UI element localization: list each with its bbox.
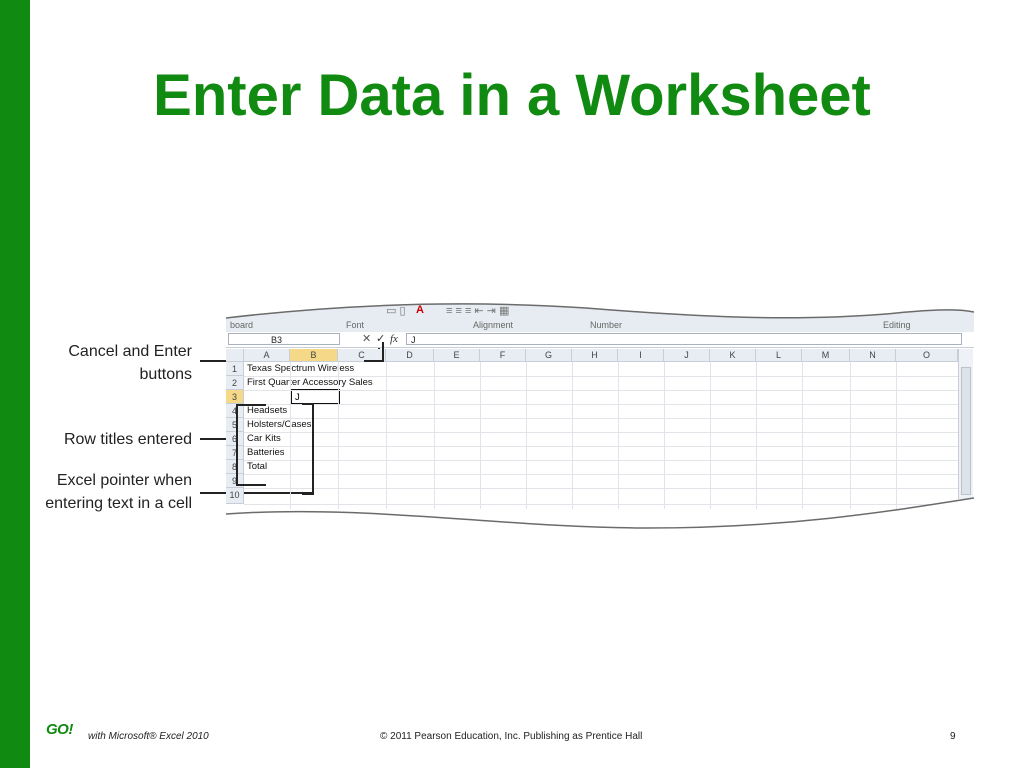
grid-line-vertical [896,362,897,509]
grid-line-horizontal [244,504,966,505]
row-header-10[interactable]: 10 [226,488,244,504]
leader-line-pointer [200,492,312,494]
grid-line-vertical [850,362,851,509]
font-color-icon[interactable]: A [416,304,424,316]
col-header-c[interactable]: C [338,349,386,362]
grid-line-vertical [290,362,291,509]
formula-bar: B3 ✕ ✓ fx J [226,332,974,348]
col-header-a[interactable]: A [244,349,290,362]
col-header-f[interactable]: F [480,349,526,362]
ribbon-group-editing: Editing [883,320,911,330]
grid-line-vertical [756,362,757,509]
grid-line-horizontal [244,418,966,419]
grid-line-vertical [664,362,665,509]
torn-edge-overlay [226,292,974,532]
format-icon: ▭ ▯ [386,305,406,317]
scroll-thumb[interactable] [961,367,971,495]
col-header-e[interactable]: E [434,349,480,362]
col-header-d[interactable]: D [386,349,434,362]
ribbon-group-alignment: Alignment [473,320,514,330]
go-logo: GO! [46,721,73,738]
col-header-j[interactable]: J [664,349,710,362]
grid-line-vertical [802,362,803,509]
row-header-7[interactable]: 7 [226,446,244,460]
cancel-icon[interactable]: ✕ [362,333,372,345]
grid-line-horizontal [244,376,966,377]
vertical-scrollbar[interactable] [958,349,973,499]
callout-pointer-line1: Excel pointer when [56,472,192,489]
pointer-bracket [302,403,314,495]
select-all-corner[interactable] [226,349,244,362]
cell-a1[interactable]: Texas Spectrum Wireless [247,363,355,374]
enter-icon[interactable]: ✓ [376,333,386,345]
col-header-g[interactable]: G [526,349,572,362]
leader-line-row-titles [200,438,236,440]
grid-line-vertical [386,362,387,509]
ribbon-group-font: Font [346,320,365,330]
grid-line-horizontal [244,474,966,475]
col-header-m[interactable]: M [802,349,850,362]
name-box[interactable]: B3 [228,333,340,345]
excel-screenshot: ▭ ▯ A ≡ ≡ ≡ ⇤ ⇥ ▦ board Font Alignment N… [226,292,974,532]
col-header-i[interactable]: I [618,349,664,362]
row-header-2[interactable]: 2 [226,376,244,390]
grid-line-vertical [572,362,573,509]
insert-function-icon[interactable]: fx [390,333,398,345]
grid-line-vertical [434,362,435,509]
cell-a7[interactable]: Batteries [247,447,285,458]
grid-line-horizontal [244,390,966,391]
left-accent-bar [0,0,30,768]
grid-line-horizontal [244,404,966,405]
col-header-o[interactable]: O [896,349,958,362]
row-header-1[interactable]: 1 [226,362,244,376]
worksheet-grid[interactable]: A B C D E F G H I J K L M N O 1 2 3 4 5 … [226,349,966,509]
callout-pointer: Excel pointer when entering text in a ce… [30,469,192,515]
grid-line-vertical [480,362,481,509]
grid-line-horizontal [244,432,966,433]
footer-copyright: © 2011 Pearson Education, Inc. Publishin… [380,731,643,742]
grid-line-horizontal [244,446,966,447]
slide-title: Enter Data in a Worksheet [153,63,871,128]
grid-line-vertical [338,362,339,509]
formula-input[interactable]: J [406,333,962,345]
row-header-3[interactable]: 3 [226,390,244,404]
row-titles-bracket [236,404,266,486]
row-header-6[interactable]: 6 [226,432,244,446]
ribbon-group-number: Number [590,320,623,330]
grid-line-vertical [618,362,619,509]
col-header-b[interactable]: B [290,349,338,362]
col-header-k[interactable]: K [710,349,756,362]
grid-line-vertical [710,362,711,509]
grid-line-horizontal [244,460,966,461]
cell-a4[interactable]: Headsets [247,405,288,416]
page-number: 9 [950,731,956,742]
grid-line-vertical [526,362,527,509]
row-header-4[interactable]: 4 [226,404,244,418]
cell-a8[interactable]: Total [247,461,268,472]
footer-product: with Microsoft® Excel 2010 [88,731,209,742]
col-header-l[interactable]: L [756,349,802,362]
row-header-8[interactable]: 8 [226,460,244,474]
align-icons[interactable]: ≡ ≡ ≡ ⇤ ⇥ ▦ [446,305,510,317]
callout-cancel-enter: Cancel and Enter buttons [40,340,192,386]
col-header-h[interactable]: H [572,349,618,362]
cell-a6[interactable]: Car Kits [247,433,281,444]
cell-a2[interactable]: First Quarter Accessory Sales [247,377,373,388]
callout-row-titles: Row titles entered [63,431,192,448]
row-header-5[interactable]: 5 [226,418,244,432]
callout-cancel-enter-line2: buttons [139,366,192,383]
callout-cancel-enter-line1: Cancel and Enter [68,343,192,360]
cell-b3: J [295,392,300,403]
cancel-enter-bracket [364,342,384,362]
col-header-n[interactable]: N [850,349,896,362]
ribbon-group-clipboard: board [230,320,254,330]
callout-pointer-line2: entering text in a cell [45,495,192,512]
grid-line-horizontal [244,488,966,489]
cell-a5[interactable]: Holsters/Cases [247,419,312,430]
